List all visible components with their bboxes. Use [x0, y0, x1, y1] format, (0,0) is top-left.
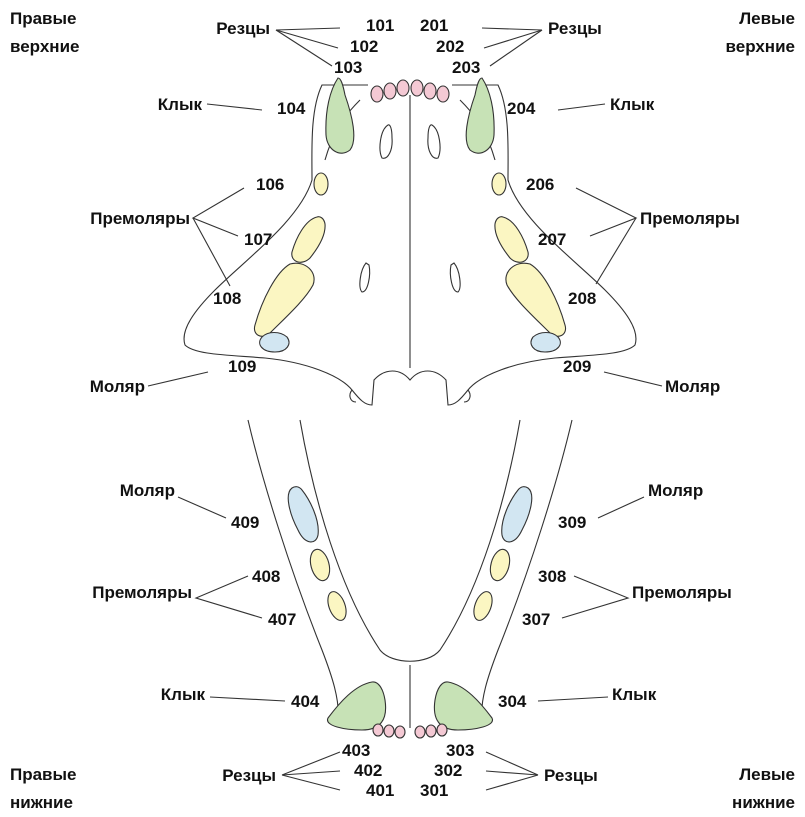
tooth-403[interactable] — [373, 724, 383, 736]
num-401: 401 — [366, 781, 394, 800]
label-upper-right-canine: Клык — [158, 95, 203, 114]
label-upper-left-incisors: Резцы — [548, 19, 602, 38]
label-lower-right-incisors: Резцы — [222, 766, 276, 785]
label-upper-right-premolars: Премоляры — [90, 209, 190, 228]
tooth-104[interactable] — [326, 78, 354, 153]
tooth-101[interactable] — [397, 80, 409, 96]
corner-upper-left-line1: Левые — [739, 9, 795, 28]
num-407: 407 — [268, 610, 296, 629]
palatine-fissure-left — [428, 125, 440, 158]
label-upper-right-molar: Моляр — [90, 377, 145, 396]
tooth-302[interactable] — [426, 725, 436, 737]
num-206: 206 — [526, 175, 554, 194]
tooth-408[interactable] — [307, 547, 333, 583]
tooth-203[interactable] — [437, 86, 449, 102]
tooth-407[interactable] — [324, 589, 349, 623]
label-upper-right-incisors: Резцы — [216, 19, 270, 38]
num-106: 106 — [256, 175, 284, 194]
num-201: 201 — [420, 16, 448, 35]
tooth-204[interactable] — [466, 78, 494, 153]
num-204: 204 — [507, 99, 536, 118]
num-209: 209 — [563, 357, 591, 376]
num-404: 404 — [291, 692, 320, 711]
tooth-202[interactable] — [424, 83, 436, 99]
tooth-401[interactable] — [395, 726, 405, 738]
label-upper-left-molar: Моляр — [665, 377, 720, 396]
num-103: 103 — [334, 58, 362, 77]
tooth-209[interactable] — [531, 333, 560, 353]
num-403: 403 — [342, 741, 370, 760]
num-108: 108 — [213, 289, 241, 308]
label-lower-right-canine: Клык — [161, 685, 206, 704]
num-408: 408 — [252, 567, 280, 586]
num-304: 304 — [498, 692, 527, 711]
num-104: 104 — [277, 99, 306, 118]
corner-upper-right-line1: Правые — [10, 9, 76, 28]
tooth-109[interactable] — [260, 333, 289, 353]
corner-upper-left-line2: верхние — [726, 37, 795, 56]
num-109: 109 — [228, 357, 256, 376]
label-lower-left-canine: Клык — [612, 685, 657, 704]
tooth-103[interactable] — [371, 86, 383, 102]
tooth-208[interactable] — [506, 263, 566, 336]
label-lower-left-premolars: Премоляры — [632, 583, 732, 602]
tooth-402[interactable] — [384, 725, 394, 737]
lower-jaw-inner — [300, 420, 520, 661]
tooth-409[interactable] — [288, 487, 318, 542]
tooth-307[interactable] — [470, 589, 495, 623]
leader-lines — [148, 28, 662, 790]
tooth-308[interactable] — [487, 547, 513, 583]
num-208: 208 — [568, 289, 596, 308]
label-lower-right-premolars: Премоляры — [92, 583, 192, 602]
tooth-108[interactable] — [254, 263, 314, 336]
label-lower-left-molar: Моляр — [648, 481, 703, 500]
tooth-201[interactable] — [411, 80, 423, 96]
num-202: 202 — [436, 37, 464, 56]
corner-lower-right-line2: нижние — [10, 793, 73, 812]
num-101: 101 — [366, 16, 394, 35]
corner-labels: Правые верхние Левые верхние Правые нижн… — [10, 9, 795, 812]
tooth-304[interactable] — [434, 682, 492, 730]
tooth-106[interactable] — [314, 173, 328, 195]
num-308: 308 — [538, 567, 566, 586]
tooth-206[interactable] — [492, 173, 506, 195]
label-upper-left-premolars: Премоляры — [640, 209, 740, 228]
num-409: 409 — [231, 513, 259, 532]
tooth-301[interactable] — [415, 726, 425, 738]
tooth-404[interactable] — [328, 682, 386, 730]
num-102: 102 — [350, 37, 378, 56]
num-303: 303 — [446, 741, 474, 760]
num-207: 207 — [538, 230, 566, 249]
corner-upper-right-line2: верхние — [10, 37, 79, 56]
group-labels: Резцы Резцы Клык Клык Премоляры Премоляр… — [90, 19, 740, 785]
corner-lower-left-line1: Левые — [739, 765, 795, 784]
tooth-207[interactable] — [495, 217, 528, 263]
num-402: 402 — [354, 761, 382, 780]
palatine-fissure-right — [380, 125, 392, 158]
tooth-102[interactable] — [384, 83, 396, 99]
num-307: 307 — [522, 610, 550, 629]
num-309: 309 — [558, 513, 586, 532]
label-upper-left-canine: Клык — [610, 95, 655, 114]
palatine-foramen-right — [360, 263, 370, 292]
num-301: 301 — [420, 781, 448, 800]
tooth-107[interactable] — [292, 217, 325, 263]
label-lower-left-incisors: Резцы — [544, 766, 598, 785]
tooth-numbers: 101 102 103 201 202 203 104 204 106 107 … — [213, 16, 596, 800]
tooth-309[interactable] — [502, 487, 532, 542]
num-203: 203 — [452, 58, 480, 77]
palatine-foramen-left — [450, 263, 460, 292]
corner-lower-left-line2: нижние — [732, 793, 795, 812]
lower-jaw — [248, 420, 572, 728]
label-lower-right-molar: Моляр — [120, 481, 175, 500]
corner-lower-right-line1: Правые — [10, 765, 76, 784]
tooth-303[interactable] — [437, 724, 447, 736]
num-302: 302 — [434, 761, 462, 780]
num-107: 107 — [244, 230, 272, 249]
